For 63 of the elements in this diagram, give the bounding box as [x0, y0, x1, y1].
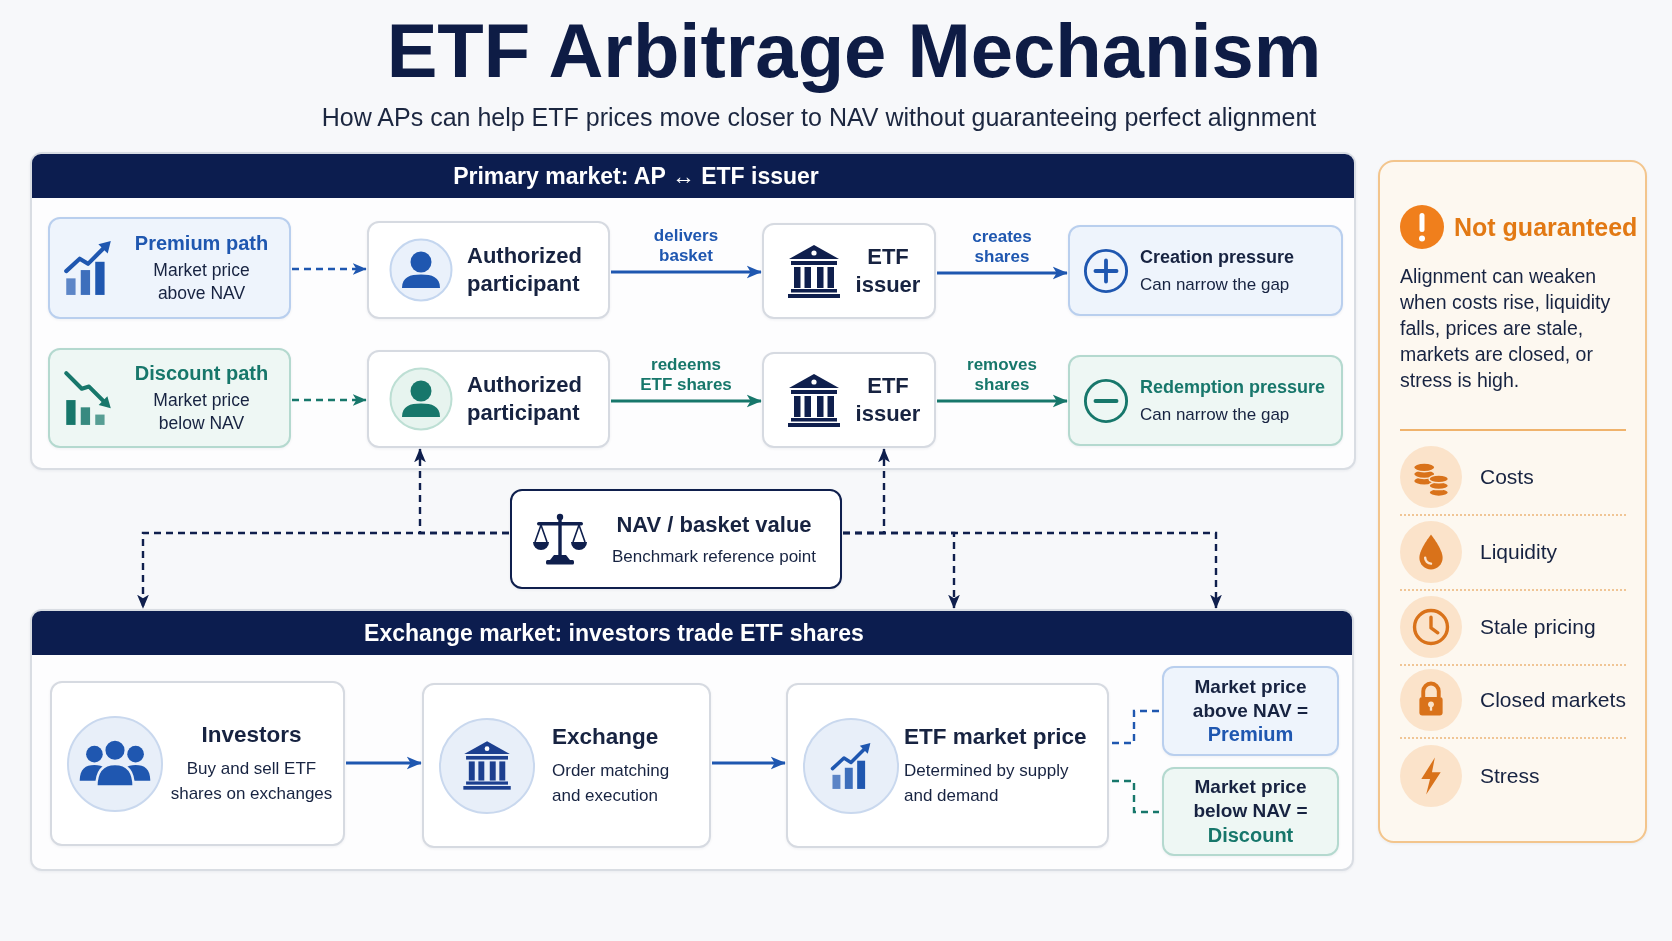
process-box — [50, 681, 345, 846]
actor-box — [367, 350, 610, 448]
reference-box — [510, 489, 842, 589]
dashed-arrow — [843, 531, 1222, 609]
node-title: Discount path — [134, 361, 269, 387]
node-text: Buy and sell ETF shares on exchanges — [170, 758, 333, 805]
subtitle: How APs can help ETF prices move closer to NAV without guaranteeing perfect alignment — [321, 102, 1317, 132]
node-title: Premium path — [134, 231, 269, 257]
dashed-arrow — [292, 263, 367, 275]
result-text: Market price above NAV = — [1192, 674, 1309, 723]
process-box — [786, 683, 1109, 848]
node-title: ETF issuer — [855, 371, 921, 428]
factor-label: Costs — [1480, 464, 1534, 490]
issuer-box — [762, 352, 936, 448]
process-box — [422, 683, 711, 848]
node-text: Market price above NAV — [152, 259, 251, 305]
node-text: Market price below NAV — [152, 389, 251, 435]
node-text: Benchmark reference point — [611, 545, 817, 567]
node-text: Order matching and execution — [552, 760, 671, 807]
section-panel — [30, 609, 1354, 871]
actor-box — [367, 221, 610, 319]
arrow — [937, 266, 1068, 280]
issuer-box — [762, 223, 936, 319]
node-title: NAV / basket value — [616, 511, 812, 539]
panel-text: Alignment can weaken when costs rise, liquidity falls, prices are stale, markets are closed, or stress is high. — [1400, 264, 1612, 393]
node-title: Investors — [201, 721, 302, 750]
node-text: Can narrow the gap — [1140, 404, 1290, 426]
dashed-connector — [1112, 779, 1159, 814]
arrow — [712, 756, 786, 770]
info-card — [48, 217, 291, 319]
section-header: Primary market: AP ↔ ETF issuer — [32, 154, 1354, 198]
factor-label: Stale pricing — [1480, 614, 1596, 640]
node-title: Authorized participant — [467, 241, 583, 298]
panel-heading: Not guaranteed — [1454, 212, 1638, 242]
node-title: Creation pressure — [1140, 245, 1295, 269]
result-text: Market price below NAV = — [1192, 775, 1309, 823]
section-header: Exchange market: investors trade ETF shares — [32, 611, 1352, 655]
node-title: Redemption pressure — [1140, 375, 1326, 399]
node-title: Exchange — [552, 723, 659, 752]
result-term: Discount — [1207, 822, 1294, 848]
dashed-arrow — [137, 531, 509, 609]
info-card — [48, 348, 291, 448]
arrow — [611, 394, 762, 408]
dashed-arrow — [292, 394, 367, 406]
outcome-box — [1068, 355, 1343, 446]
arrow — [346, 756, 422, 770]
node-text: Can narrow the gap — [1140, 274, 1290, 296]
factor-label: Closed markets — [1480, 687, 1626, 713]
node-title: Authorized participant — [467, 370, 583, 427]
node-title: ETF market price — [904, 723, 1087, 752]
arrow — [611, 265, 762, 279]
arrow — [937, 394, 1068, 408]
node-text: Determined by supply and demand — [904, 760, 1070, 807]
node-title: ETF issuer — [855, 242, 921, 299]
warning-panel — [1378, 160, 1647, 843]
factor-label: Liquidity — [1480, 539, 1558, 565]
result-box — [1162, 666, 1339, 756]
outcome-box — [1068, 225, 1343, 316]
section-panel — [30, 152, 1356, 470]
dashed-connector — [1112, 709, 1159, 745]
factor-label: Stress — [1480, 763, 1540, 789]
result-box — [1162, 767, 1339, 856]
result-term: Premium — [1207, 722, 1294, 748]
